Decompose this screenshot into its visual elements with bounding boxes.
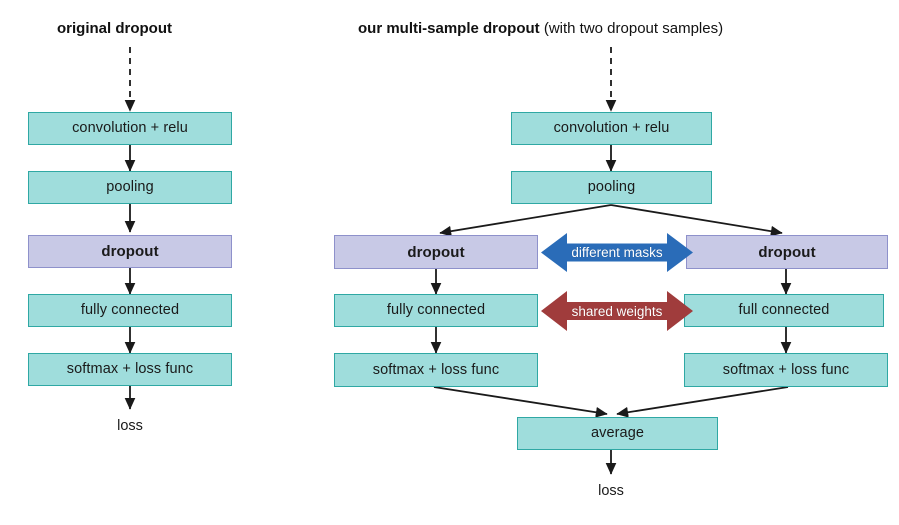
edge-pool-to-dropout-branch-right (610, 204, 783, 237)
output-loss-left: loss (80, 418, 180, 434)
node-label: dropout (758, 243, 816, 261)
node-dropout-branch-left[interactable]: dropout (334, 235, 538, 269)
node-fully-connected-branch-left[interactable]: fully connected (334, 294, 538, 327)
node-dropout-branch-right[interactable]: dropout (686, 235, 888, 269)
node-label: pooling (106, 179, 154, 196)
node-pooling-right[interactable]: pooling (511, 171, 712, 204)
node-fully-connected-left[interactable]: fully connected (28, 294, 232, 327)
node-label: dropout (101, 243, 159, 260)
annotation-shared-weights[interactable]: shared weights (541, 290, 693, 332)
node-label: softmax + loss func (722, 361, 850, 378)
node-label: dropout (407, 243, 465, 261)
output-loss-right: loss (561, 483, 661, 499)
node-label: fully connected (80, 302, 180, 319)
node-softmax-loss-func-branch-left[interactable]: softmax + loss func (334, 353, 538, 387)
right-title-bold: our multi-sample dropout (358, 20, 540, 37)
node-convolution-relu-left[interactable]: convolution + relu (28, 112, 232, 145)
node-label: convolution + relu (553, 120, 670, 137)
output-loss-label: loss (117, 418, 143, 434)
node-softmax-loss-func-left[interactable]: softmax + loss func (28, 353, 232, 386)
annotation-label: different masks (571, 245, 663, 260)
node-pooling-left[interactable]: pooling (28, 171, 232, 204)
right-title-note: (with two dropout samples) (539, 20, 724, 37)
node-label: softmax + loss func (66, 361, 194, 378)
node-full-connected-branch-right[interactable]: full connected (684, 294, 884, 327)
edge-pool-to-dropout-branch-left (439, 204, 612, 237)
double-arrow-blue-icon (541, 233, 693, 272)
node-average[interactable]: average (517, 417, 718, 450)
left-title-text: original dropout (57, 20, 172, 37)
output-loss-label: loss (598, 483, 624, 499)
node-label: pooling (587, 179, 636, 196)
node-label: convolution + relu (72, 120, 188, 137)
node-softmax-loss-func-branch-right[interactable]: softmax + loss func (684, 353, 888, 387)
edge-softmax-right-to-average (616, 386, 789, 418)
left-diagram-title: original dropout (57, 20, 172, 38)
right-diagram-title: our multi-sample dropout (with two dropo… (358, 20, 723, 38)
annotation-different-masks[interactable]: different masks (541, 232, 693, 273)
node-dropout-left[interactable]: dropout (28, 235, 232, 268)
edge-softmax-left-to-average (433, 386, 608, 418)
node-label: full connected (738, 302, 830, 319)
node-label: softmax + loss func (372, 361, 500, 378)
node-label: fully connected (386, 302, 486, 319)
node-label: average (590, 425, 645, 442)
double-arrow-red-icon (541, 291, 693, 331)
annotation-label: shared weights (571, 303, 663, 319)
node-convolution-relu-right[interactable]: convolution + relu (511, 112, 712, 145)
